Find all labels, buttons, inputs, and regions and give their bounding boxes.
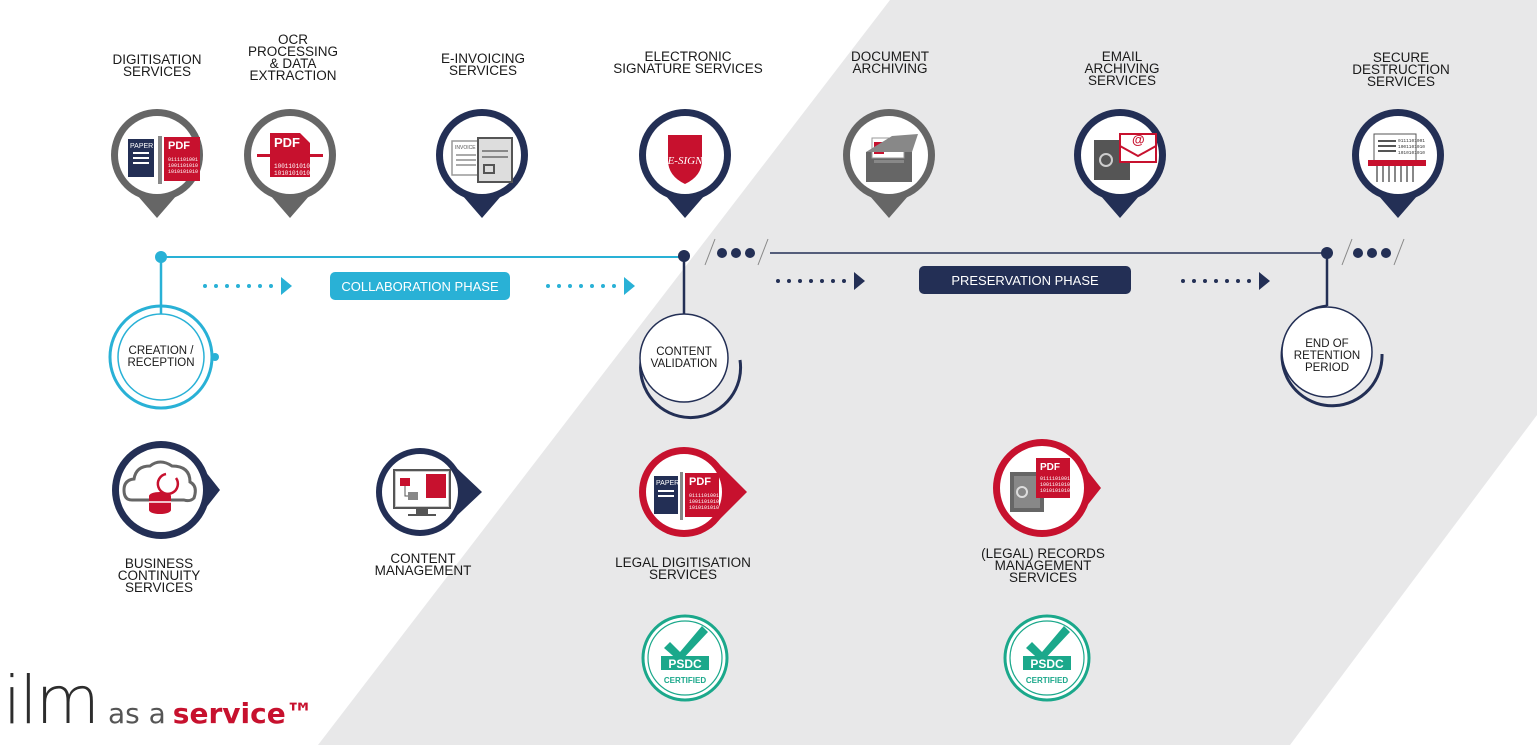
dotted-arrow-3	[776, 272, 865, 290]
ellipsis-separator-2	[1341, 238, 1405, 266]
checkmark-icon	[1026, 626, 1070, 662]
label-secure-destruction: SECURE DESTRUCTION SERVICES	[1352, 50, 1450, 89]
pin-legal-digitisation: PAPER PDF 0111101001 1001101010 10101010…	[639, 447, 747, 537]
svg-text:0111101001: 0111101001	[168, 157, 198, 163]
milestone-creation	[108, 304, 219, 410]
pin-email-archiving: @	[1074, 109, 1166, 218]
svg-text:CERTIFIED: CERTIFIED	[1026, 676, 1068, 685]
svg-text:1010101010: 1010101010	[689, 505, 719, 511]
milestone-retention	[1280, 304, 1384, 408]
preservation-phase-label: PRESERVATION PHASE	[919, 266, 1131, 294]
logo-service-text: service™	[172, 697, 314, 730]
svg-text:PSDC: PSDC	[1030, 657, 1064, 671]
label-document-archiving: DOCUMENT ARCHIVING	[851, 49, 929, 76]
logo-sub-text: as a	[107, 697, 166, 730]
label-e-invoicing: E-INVOICING SERVICES	[440, 51, 525, 78]
archive-box-icon	[866, 134, 918, 182]
pin-digitisation: PAPER PDF 0111101001 1001101010 10101010…	[111, 109, 203, 218]
svg-text:PDF: PDF	[168, 140, 190, 152]
checkmark-icon	[664, 626, 708, 662]
preservation-background-panel	[318, 0, 1537, 745]
pin-document-archiving	[843, 109, 935, 218]
svg-text:0111101001: 0111101001	[1040, 476, 1070, 482]
e-sign-shield-icon: E-SIGN	[667, 135, 703, 184]
email-safe-icon: @	[1094, 132, 1157, 180]
svg-text:PDF: PDF	[274, 135, 300, 150]
label-creation-reception: CREATION / RECEPTION	[127, 345, 195, 369]
ilm-as-a-service-logo: ilm as a service™	[3, 662, 314, 742]
svg-text:0111101001: 0111101001	[1398, 138, 1425, 144]
svg-text:1001101010: 1001101010	[1398, 144, 1425, 150]
svg-text:1010101010: 1010101010	[168, 169, 198, 175]
svg-text:PSDC: PSDC	[668, 657, 702, 671]
cloud-database-icon	[122, 460, 197, 514]
records-safe-icon: PDF 0111101001 1001101010 1010101010	[1010, 458, 1070, 512]
shredder-icon: 0111101001 1001101010 1010101010	[1368, 133, 1426, 182]
logo-main-text: ilm	[3, 662, 100, 739]
svg-text:1010101010: 1010101010	[1398, 150, 1425, 156]
monitor-pdf-icon	[393, 469, 451, 516]
label-digitisation: DIGITISATION SERVICES	[112, 52, 202, 79]
svg-text:1010101010: 1010101010	[1040, 488, 1070, 494]
svg-text:PDF: PDF	[689, 476, 711, 488]
collaboration-phase-label: COLLABORATION PHASE	[330, 272, 510, 300]
milestone-validation	[639, 313, 743, 420]
dotted-arrow-4	[1181, 272, 1270, 290]
svg-text:PAPER: PAPER	[130, 143, 153, 150]
pin-secure-destruction: 0111101001 1001101010 1010101010	[1352, 109, 1444, 218]
pin-content-management	[376, 448, 482, 536]
svg-text:E-SIGN: E-SIGN	[667, 155, 703, 167]
svg-text:1001101010: 1001101010	[1040, 482, 1070, 488]
svg-text:PDF: PDF	[1040, 462, 1060, 473]
label-legal-digitisation: LEGAL DIGITISATION SERVICES	[615, 555, 751, 582]
svg-text:CERTIFIED: CERTIFIED	[664, 676, 706, 685]
label-email-archiving: EMAIL ARCHIVING SERVICES	[1084, 49, 1160, 88]
svg-text:INVOICE: INVOICE	[455, 145, 476, 151]
dotted-arrow-1	[203, 277, 292, 295]
label-records-management: (LEGAL) RECORDS MANAGEMENT SERVICES	[981, 546, 1105, 585]
svg-text:0111101001: 0111101001	[689, 493, 719, 499]
pin-records-management: PDF 0111101001 1001101010 1010101010	[993, 439, 1101, 537]
legal-digitisation-icon: PAPER PDF 0111101001 1001101010 10101010…	[654, 472, 719, 520]
psdc-badge-1: PSDC CERTIFIED	[641, 614, 729, 702]
label-content-validation: CONTENT VALIDATION	[650, 346, 718, 370]
pin-business-continuity	[112, 441, 220, 539]
label-content-management: CONTENT MANAGEMENT	[374, 551, 472, 578]
invoice-icon: INVOICE	[451, 137, 513, 183]
pdf-ocr-icon: PDF 1001101010 1010101010	[257, 133, 323, 177]
svg-text:1001101010: 1001101010	[168, 163, 198, 169]
label-end-of-retention: END OF RETENTION PERIOD	[1293, 338, 1361, 374]
pin-e-invoicing: INVOICE	[436, 109, 528, 218]
svg-text:PAPER: PAPER	[656, 480, 679, 487]
svg-text:@: @	[1132, 132, 1145, 147]
pin-ocr: PDF 1001101010 1010101010	[244, 109, 336, 218]
psdc-badge-2: PSDC CERTIFIED	[1003, 614, 1091, 702]
dotted-arrow-2	[546, 277, 635, 295]
paper-to-pdf-icon: PAPER PDF 0111101001 1001101010 10101010…	[128, 136, 200, 184]
label-e-sign: ELECTRONIC SIGNATURE SERVICES	[613, 49, 763, 76]
pin-e-sign: E-SIGN	[639, 109, 731, 218]
svg-text:1001101010: 1001101010	[689, 499, 719, 505]
label-ocr: OCR PROCESSING & DATA EXTRACTION	[247, 32, 339, 83]
svg-text:1001101010: 1001101010	[274, 163, 310, 170]
label-business-continuity: BUSINESS CONTINUITY SERVICES	[117, 556, 201, 595]
svg-text:1010101010: 1010101010	[274, 170, 310, 177]
ellipsis-separator-1	[704, 238, 769, 266]
